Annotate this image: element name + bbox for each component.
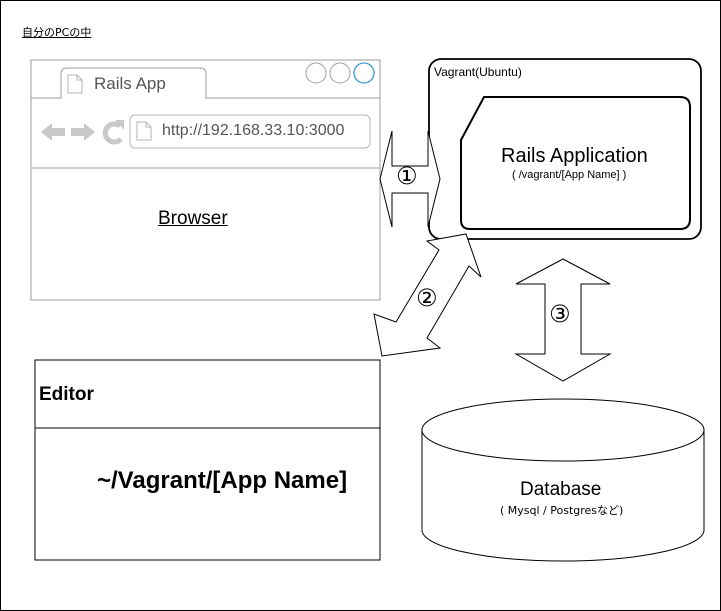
arrow-1 (379, 130, 441, 228)
back-arrow-icon[interactable] (41, 123, 65, 141)
rails-application-box (460, 96, 691, 230)
browser-tab-title: Rails App (94, 74, 166, 93)
database-subtitle: ( Mysql / Postgresなど) (500, 504, 624, 517)
rails-app-path: ( /vagrant/[App Name] ) (512, 169, 627, 181)
database-cylinder (421, 398, 705, 562)
tab-document-icon (67, 74, 83, 94)
reload-icon[interactable] (102, 120, 124, 145)
arrow-2-label: ② (416, 284, 438, 312)
forward-arrow-icon[interactable] (71, 123, 95, 141)
window-button-2[interactable] (329, 62, 351, 84)
browser-window (30, 59, 381, 301)
window-button-3[interactable] (353, 62, 375, 84)
arrow-1-label: ① (396, 162, 418, 190)
page-title: 自分のPCの中 (22, 26, 92, 39)
browser-tab[interactable] (60, 67, 207, 98)
address-bar-url[interactable]: http://192.168.33.10:3000 (162, 122, 345, 139)
rails-app-title: Rails Application (501, 145, 648, 167)
editor-path: ~/Vagrant/[App Name] (97, 467, 348, 494)
browser-label: Browser (158, 208, 228, 229)
window-button-1[interactable] (305, 62, 327, 84)
arrow-3 (514, 258, 612, 382)
editor-panel (34, 359, 381, 561)
editor-title: Editor (39, 384, 94, 405)
arrow-3-label: ③ (549, 300, 571, 328)
database-title: Database (520, 479, 602, 500)
vagrant-title: Vagrant(Ubuntu) (434, 65, 522, 79)
address-bar[interactable] (129, 114, 371, 149)
arrow-2 (373, 233, 482, 357)
address-document-icon (136, 121, 152, 141)
